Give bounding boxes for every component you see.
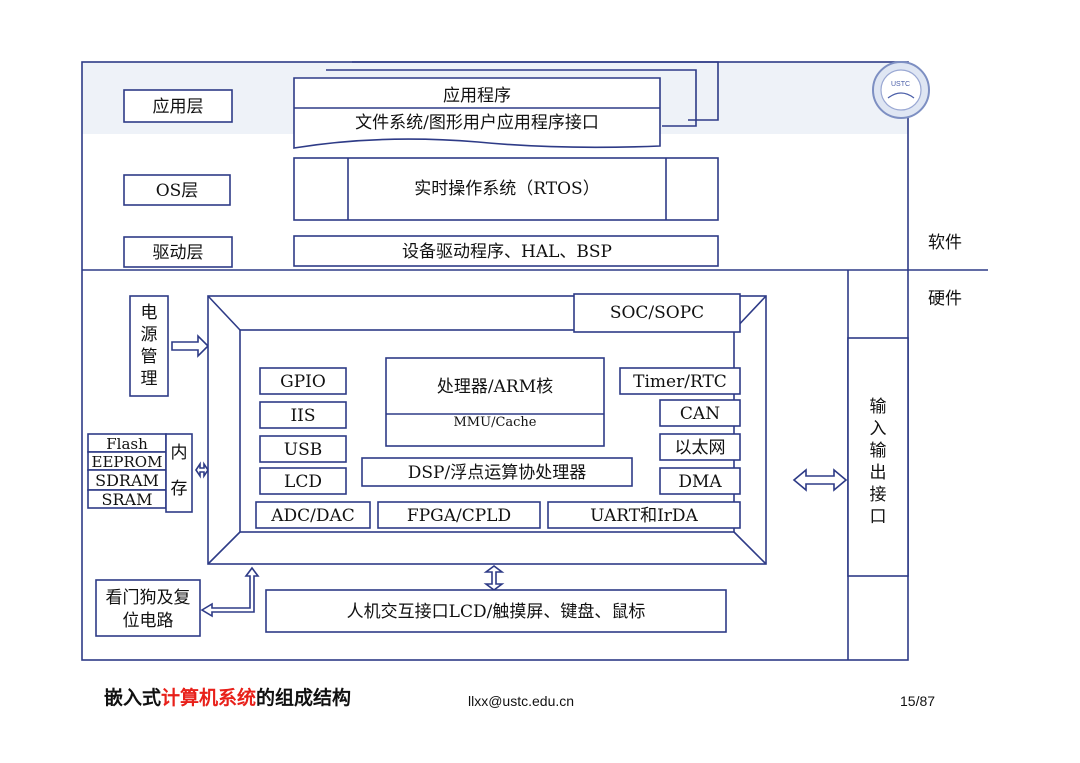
hmi-box: [265, 589, 727, 633]
ustc-logo: USTC: [872, 61, 930, 119]
software-label: 软件: [928, 233, 962, 253]
watchdog-box: [95, 579, 201, 637]
memory-arrow: [195, 461, 209, 479]
io-char-5: 接: [870, 485, 887, 505]
can-box: [659, 399, 741, 427]
memory-char-1: 内: [171, 443, 188, 463]
app-layer-box: [123, 89, 233, 123]
io-char-6: 口: [870, 507, 887, 527]
caption-red: 计算机系统: [161, 687, 257, 709]
power-arrow: [171, 334, 210, 358]
rtos-label: 实时操作系统（RTOS）: [414, 179, 599, 199]
app-doc-front: [293, 77, 661, 149]
soc-label-box: [573, 293, 741, 333]
hmi-label: 人机交互接口LCD/触摸屏、键盘、鼠标: [347, 602, 646, 622]
timer-rtc-box: [619, 367, 741, 395]
soc-bevel-br: [733, 531, 767, 565]
hmi-arrow: [483, 565, 505, 591]
dma-label: DMA: [678, 472, 722, 492]
can-label: CAN: [680, 404, 720, 424]
adc-dac-label: ADC/DAC: [270, 506, 355, 526]
logo-text: USTC: [891, 81, 910, 88]
io-char-1: 输: [870, 397, 887, 417]
iis-label: IIS: [290, 406, 315, 426]
memory-eeprom: EEPROM: [92, 453, 163, 471]
power-char-2: 源: [141, 325, 158, 345]
hardware-label: 硬件: [928, 289, 962, 309]
rtos-box: [293, 157, 719, 221]
dma-box: [659, 467, 741, 495]
app-layer-label: 应用层: [153, 97, 204, 117]
processor-box: [385, 357, 605, 447]
lcd-box: [259, 467, 347, 495]
io-char-3: 输: [870, 441, 887, 461]
caption-post: 的组成结构: [256, 687, 352, 709]
io-interface-box: [847, 337, 909, 577]
soc-bevel-tl: [207, 295, 241, 331]
drivers-label: 设备驱动程序、HAL、BSP: [402, 242, 612, 262]
mmu-label: MMU/Cache: [453, 415, 536, 430]
usb-label: USB: [284, 440, 322, 460]
memory-flash: Flash: [106, 435, 148, 453]
driver-layer-label: 驱动层: [153, 243, 204, 263]
slide-caption: 嵌入式计算机系统的组成结构: [104, 683, 351, 710]
dsp-box: [361, 457, 633, 487]
power-char-3: 管: [141, 347, 158, 367]
os-layer-box: [123, 174, 231, 206]
lcd-label: LCD: [284, 472, 322, 492]
usb-box: [259, 435, 347, 463]
app-stack-back1: [326, 69, 697, 127]
soc-bevel-bl: [207, 531, 241, 565]
author-email: llxx@ustc.edu.cn: [468, 693, 575, 709]
caption-pre: 嵌入式: [104, 687, 162, 709]
memory-label-box: [165, 433, 193, 513]
page-number: 15/87: [900, 693, 936, 709]
soc-label: SOC/SOPC: [610, 303, 704, 323]
uart-irda-box: [547, 501, 741, 529]
power-char-1: 电: [141, 303, 158, 323]
watchdog-arrow: [200, 566, 260, 618]
app-stack-back2: [352, 61, 719, 121]
timer-rtc-label: Timer/RTC: [633, 372, 727, 392]
gpio-label: GPIO: [280, 372, 326, 392]
adc-dac-box: [255, 501, 371, 529]
drivers-box: [293, 235, 719, 267]
io-char-4: 出: [870, 463, 887, 483]
memory-char-2: 存: [171, 479, 188, 499]
driver-layer-box: [123, 236, 233, 268]
ethernet-box: [659, 433, 741, 461]
apps-title: 应用程序: [443, 86, 511, 106]
uart-irda-label: UART和IrDA: [590, 506, 698, 526]
memory-sdram: SDRAM: [95, 471, 159, 490]
memory-sram: SRAM: [102, 490, 153, 509]
io-char-2: 入: [870, 419, 887, 439]
ethernet-label: 以太网: [675, 438, 726, 458]
power-management-box: [129, 295, 169, 397]
gpio-box: [259, 367, 347, 395]
processor-label: 处理器/ARM核: [437, 377, 553, 397]
fpga-cpld-label: FPGA/CPLD: [407, 506, 511, 526]
apps-interface: 文件系统/图形用户应用程序接口: [355, 113, 599, 133]
power-char-4: 理: [141, 369, 158, 389]
watchdog-line-1: 看门狗及复: [106, 588, 191, 608]
io-arrow: [792, 468, 848, 492]
dsp-label: DSP/浮点运算协处理器: [408, 463, 586, 483]
watchdog-line-2: 位电路: [123, 611, 174, 631]
iis-box: [259, 401, 347, 429]
fpga-cpld-box: [377, 501, 541, 529]
os-layer-label: OS层: [156, 181, 199, 201]
